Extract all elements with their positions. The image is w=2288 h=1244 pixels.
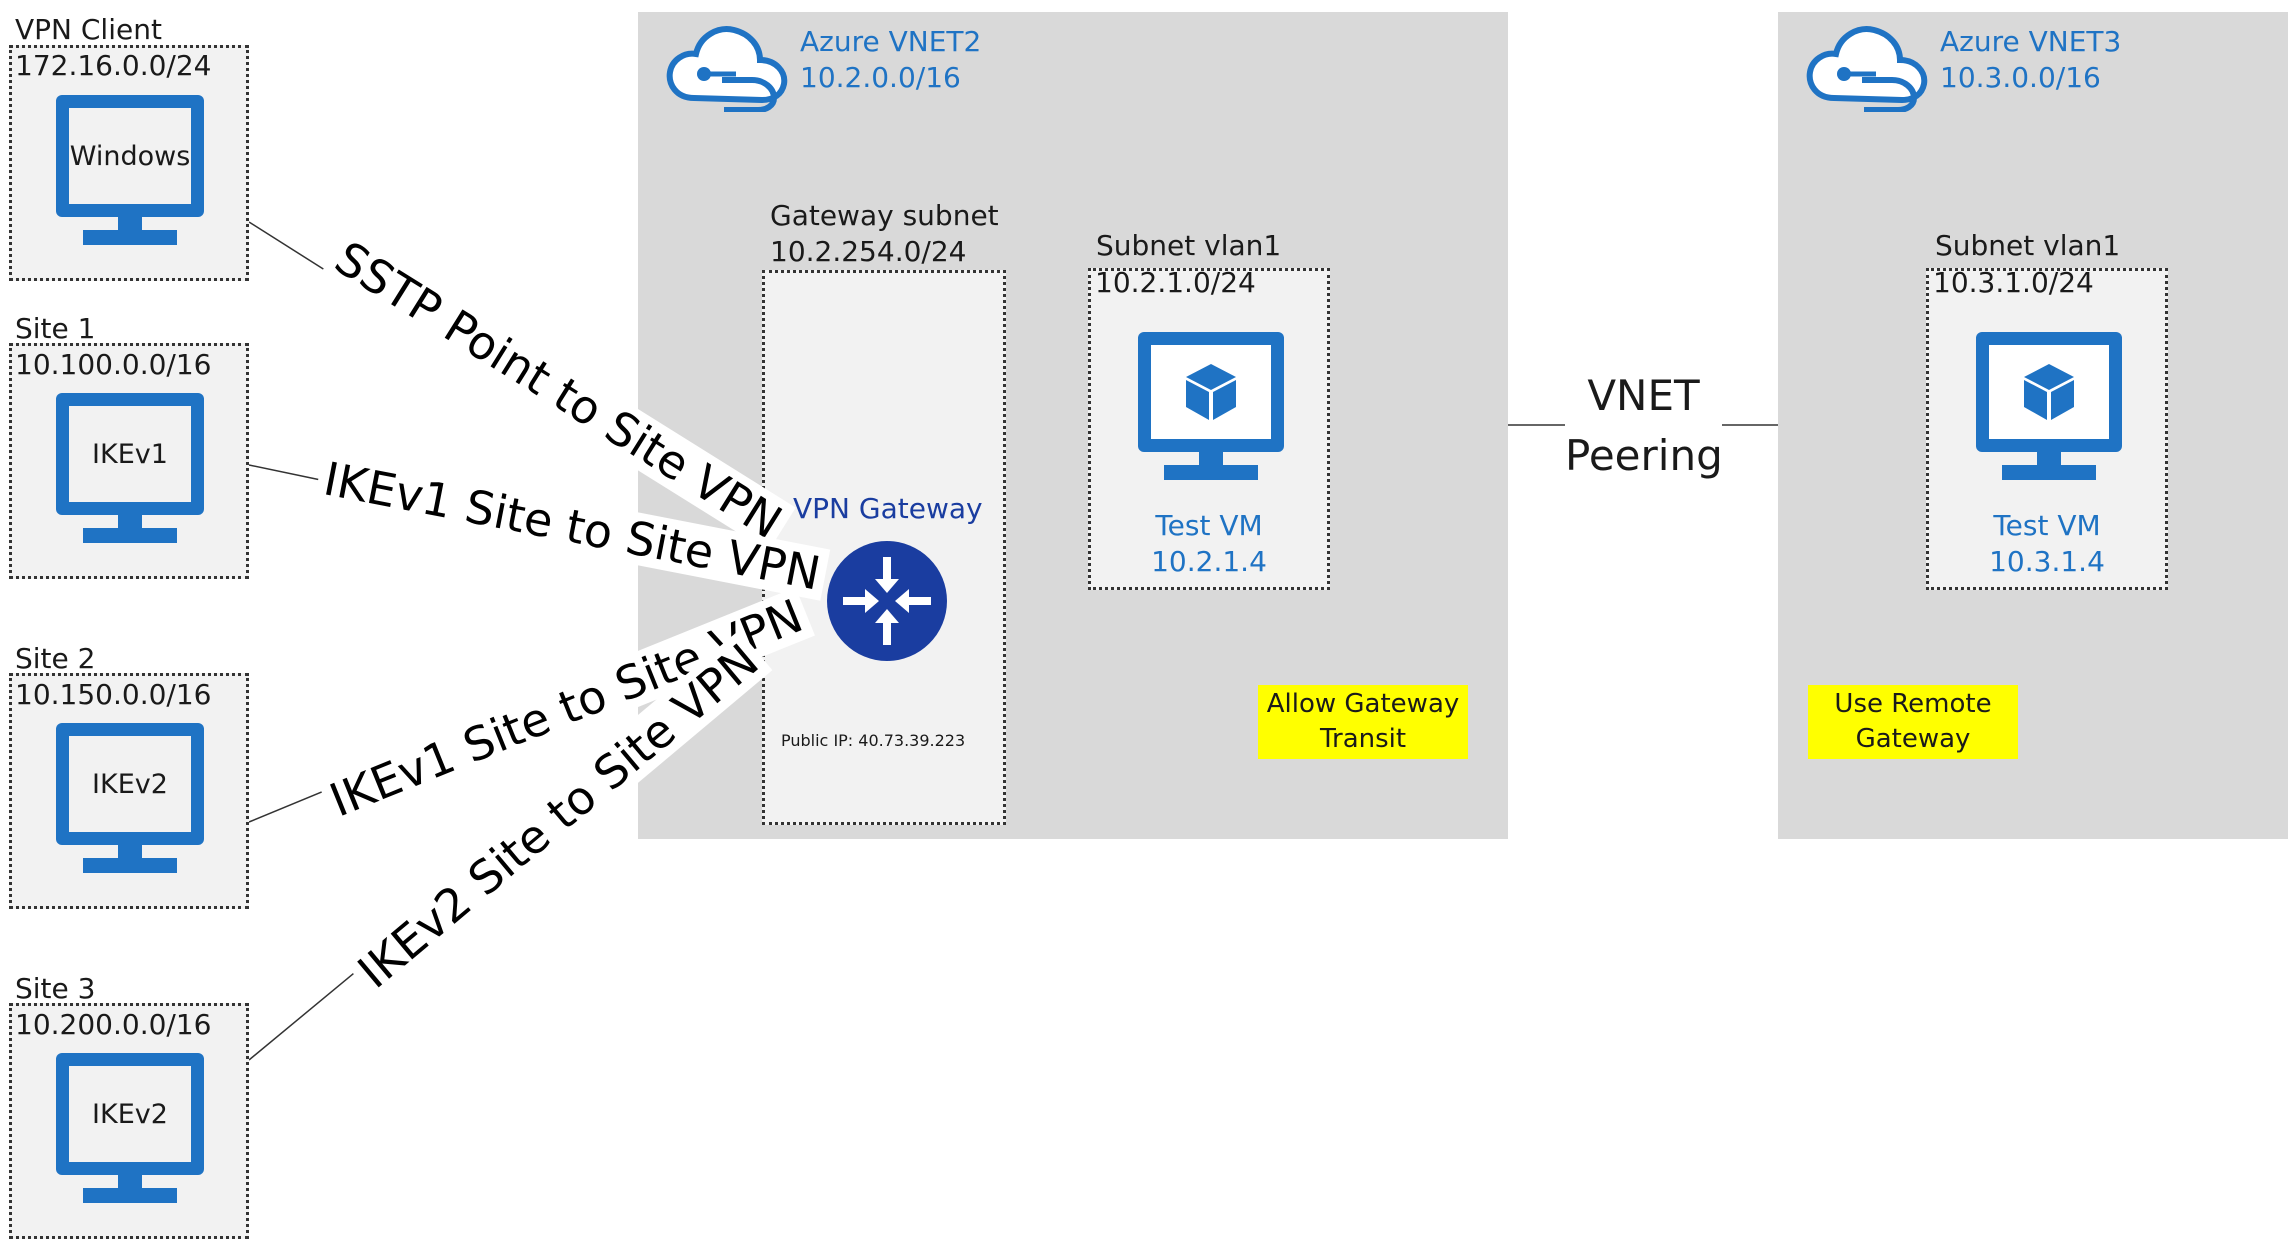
- vm-name: Test VM: [1993, 509, 2101, 542]
- site-cidr: 10.150.0.0/16: [15, 678, 212, 711]
- vnet-cidr: 10.3.0.0/16: [1940, 61, 2101, 94]
- vpn-gateway-label: VPN Gateway: [793, 492, 983, 525]
- site-name: VPN Client: [15, 13, 162, 46]
- router-icon: [827, 541, 947, 661]
- vnet-name: Azure VNET3: [1940, 25, 2122, 58]
- site-cidr: 10.200.0.0/16: [15, 1008, 212, 1041]
- monitor-icon: IKEv2: [56, 723, 204, 873]
- subnet-name: Subnet vlan1: [1935, 229, 2121, 262]
- peering-label-line1: VNET: [1587, 371, 1700, 420]
- vm-monitor-icon: [1138, 332, 1284, 482]
- site-name: Site 1: [15, 312, 96, 345]
- gateway-subnet-name: Gateway subnet: [770, 199, 999, 232]
- subnet-vlan1-box: 10.3.1.0/24 Test VM 10.3.1.4: [1926, 266, 2168, 590]
- device-label: IKEv1: [69, 406, 191, 502]
- public-ip: Public IP: 40.73.39.223: [781, 731, 966, 750]
- monitor-icon: Windows: [56, 95, 204, 245]
- site-name: Site 2: [15, 642, 96, 675]
- use-remote-gateway-note: Use Remote Gateway: [1808, 685, 2018, 759]
- vm-monitor-icon: [1976, 332, 2122, 482]
- azure-cloud-icon: [666, 26, 788, 112]
- site-cidr: 172.16.0.0/24: [15, 49, 212, 82]
- cube-icon: [1186, 364, 1236, 420]
- vm-ip: 10.2.1.4: [1151, 545, 1267, 578]
- subnet-name: Subnet vlan1: [1096, 229, 1282, 262]
- vnet-cidr: 10.2.0.0/16: [800, 61, 961, 94]
- device-label: Windows: [69, 108, 191, 204]
- cube-icon: [2024, 364, 2074, 420]
- vnet3-container: Azure VNET3 10.3.0.0/16 Subnet vlan1 10.…: [1778, 12, 2288, 839]
- monitor-icon: IKEv1: [56, 393, 204, 543]
- vnet-name: Azure VNET2: [800, 25, 982, 58]
- subnet-cidr: 10.2.1.0/24: [1095, 266, 1256, 299]
- peering-label-line2: Peering: [1565, 431, 1723, 480]
- site-name: Site 3: [15, 972, 96, 1005]
- vnet2-container: Azure VNET2 10.2.0.0/16 Gateway subnet 1…: [638, 12, 1508, 839]
- subnet-cidr: 10.3.1.0/24: [1933, 266, 2094, 299]
- allow-gateway-transit-note: Allow Gateway Transit: [1258, 685, 1468, 759]
- subnet-vlan1-box: 10.2.1.0/24 Test VM 10.2.1.4: [1088, 266, 1330, 590]
- vm-ip: 10.3.1.4: [1989, 545, 2105, 578]
- device-label: IKEv2: [69, 1066, 191, 1162]
- gateway-subnet-box: VPN Gateway Public IP: 40.73.39.223: [762, 270, 1006, 825]
- monitor-icon: IKEv2: [56, 1053, 204, 1203]
- vm-name: Test VM: [1155, 509, 1263, 542]
- gateway-subnet-cidr: 10.2.254.0/24: [770, 235, 967, 268]
- site-cidr: 10.100.0.0/16: [15, 348, 212, 381]
- azure-cloud-icon: [1806, 26, 1928, 112]
- device-label: IKEv2: [69, 736, 191, 832]
